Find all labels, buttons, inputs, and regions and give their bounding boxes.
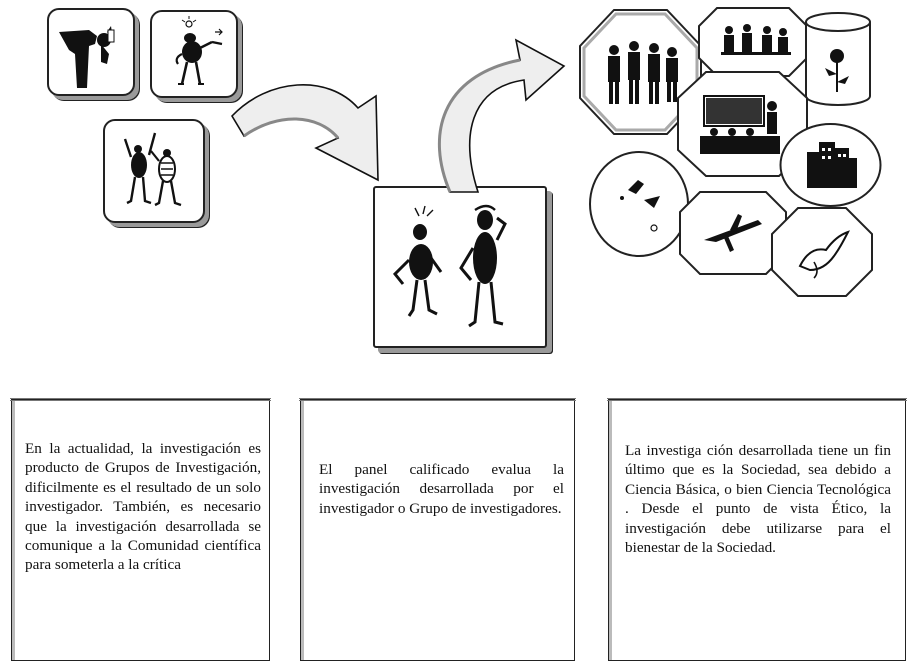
- researcher-bending-icon: [59, 26, 115, 88]
- society-purpose-caption: La investiga ción desarrollada tiene un …: [625, 442, 891, 557]
- collaborating-figures-icon: [123, 132, 182, 207]
- buildings-circle: [779, 122, 882, 208]
- airplane-octagon: [678, 190, 788, 276]
- bird-icon: [771, 207, 873, 297]
- thinking-figure-icon: [175, 16, 223, 85]
- business-people-octagon: [578, 8, 703, 136]
- panel-evaluation-caption-box: El panel calificado evalua la investigac…: [299, 398, 576, 661]
- creature-circle: [588, 150, 691, 258]
- box-top-edge: [299, 392, 576, 401]
- evaluating-panel-icon: [392, 204, 507, 328]
- box-top-edge: [607, 392, 907, 401]
- creature-icon: [589, 151, 689, 257]
- curved-arrow-to-panel: [228, 78, 403, 190]
- curved-arrow-up-icon: [437, 38, 566, 193]
- curved-arrow-to-society: [420, 26, 570, 194]
- meeting-people-icon: [698, 7, 808, 77]
- curved-arrow-icon: [231, 84, 379, 182]
- society-purpose-caption-box: La investiga ción desarrollada tiene un …: [607, 398, 907, 661]
- collaboration-tile: [103, 119, 205, 223]
- thinking-tile: [150, 10, 238, 98]
- classroom-octagon: [676, 70, 809, 178]
- research-groups-caption-box: En la actualidad, la investigación es pr…: [10, 398, 271, 661]
- airplane-icon: [679, 191, 787, 275]
- box-top-edge: [10, 392, 271, 401]
- panel-evaluation-caption: El panel calificado evalua la investigac…: [319, 461, 564, 517]
- research-groups-caption: En la actualidad, la investigación es pr…: [25, 440, 261, 574]
- bird-octagon: [770, 206, 874, 298]
- classroom-icon: [677, 71, 808, 177]
- meeting-octagon: [697, 6, 809, 78]
- researcher-tile: [47, 8, 135, 96]
- panel-figures-box: [373, 186, 547, 348]
- business-people-icon: [579, 9, 702, 135]
- rose-cylinder: [803, 12, 873, 108]
- rose-icon: [805, 12, 871, 106]
- buildings-icon: [779, 123, 882, 207]
